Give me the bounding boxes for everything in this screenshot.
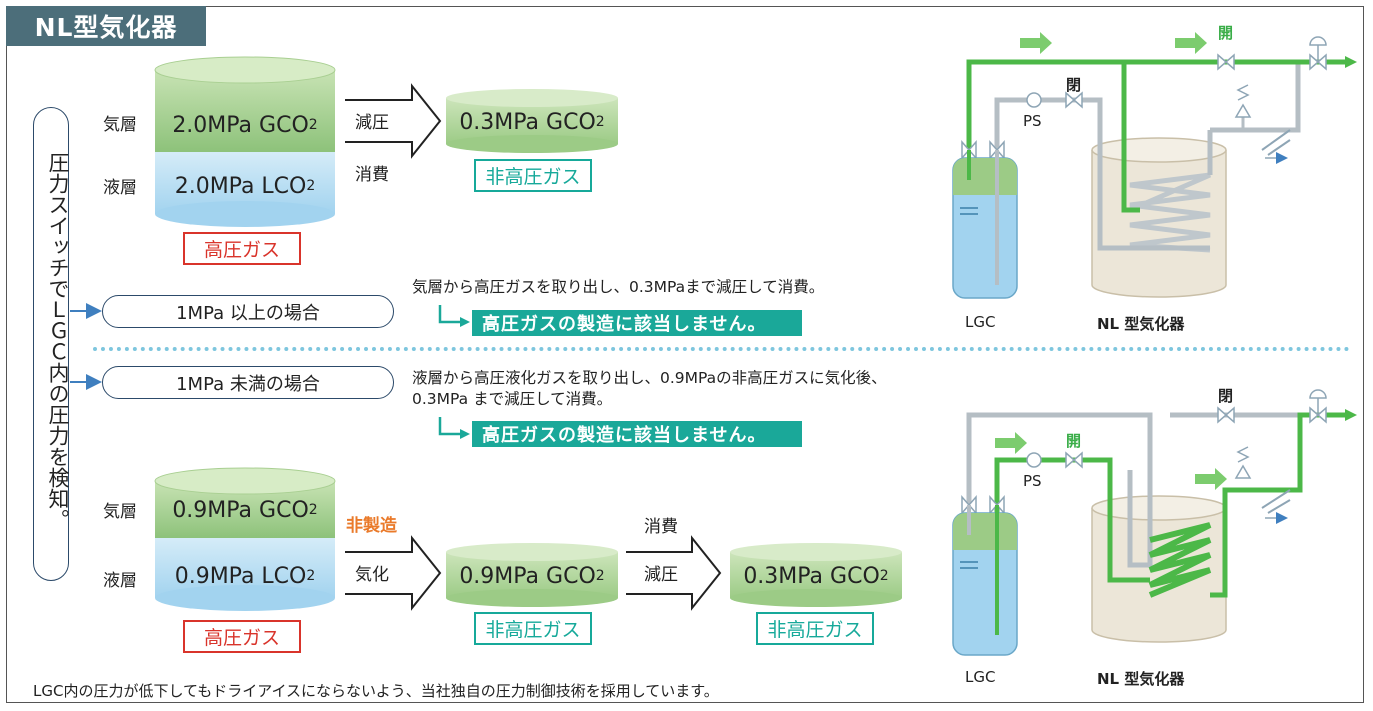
top-non-high-badge: 非高圧ガス bbox=[474, 159, 592, 192]
top-result-bar: 高圧ガスの製造に該当しません。 bbox=[472, 310, 802, 336]
top-storage-tank bbox=[154, 56, 336, 227]
footer-note: LGC内の圧力が低下してもドライアイスにならないよう、当社独自の圧力制御技術を採… bbox=[33, 682, 719, 700]
top-high-pressure-badge: 高圧ガス bbox=[183, 232, 301, 265]
bottom-vaporize-arrow bbox=[345, 535, 442, 611]
bottom-final-tank bbox=[730, 543, 902, 607]
bottom-diagram-ps-label: PS bbox=[1023, 472, 1042, 490]
bottom-arrow-vaporize-label: 気化 bbox=[355, 565, 389, 585]
bottom-mid-tank bbox=[446, 543, 618, 607]
top-arrow-consume-label: 消費 bbox=[355, 165, 389, 185]
top-system-diagram bbox=[952, 32, 1357, 299]
bottom-reduce-arrow bbox=[626, 535, 722, 611]
top-diagram-lgc-label: LGC bbox=[965, 313, 996, 331]
top-diagram-closed-label: 閉 bbox=[1066, 76, 1082, 94]
bottom-diagram-open-label: 開 bbox=[1066, 432, 1082, 450]
top-arrow-reduce-label: 減圧 bbox=[355, 113, 389, 133]
bottom-storage-tank bbox=[154, 467, 336, 611]
top-diagram-open-label: 開 bbox=[1218, 24, 1234, 42]
top-liquid-layer-label: 液層 bbox=[103, 178, 137, 198]
bottom-arrow-consume-label: 消費 bbox=[644, 517, 678, 537]
bottom-result-bar: 高圧ガスの製造に該当しません。 bbox=[472, 421, 802, 447]
top-diagram-ps-label: PS bbox=[1023, 112, 1042, 130]
bottom-gas-layer-label: 気層 bbox=[103, 502, 137, 522]
bottom-diagram-closed-label: 閉 bbox=[1218, 387, 1234, 405]
side-label: 圧力スイッチでＬＧＣ内の圧力を検知。 bbox=[46, 152, 70, 530]
bottom-arrow-reduce-label: 減圧 bbox=[644, 565, 678, 585]
bottom-system-diagram bbox=[952, 389, 1357, 656]
bottom-non-high-badge-1: 非高圧ガス bbox=[474, 612, 592, 645]
top-description: 気層から高圧ガスを取り出し、0.3MPaまで減圧して消費。 bbox=[412, 278, 825, 296]
top-gas-layer-label: 気層 bbox=[103, 115, 137, 135]
figure-title: NL型気化器 bbox=[6, 6, 206, 46]
bottom-non-high-badge-2: 非高圧ガス bbox=[756, 612, 874, 645]
bottom-diagram-lgc-label: LGC bbox=[965, 668, 996, 686]
bottom-description-line2: 0.3MPa まで減圧して消費。 bbox=[412, 390, 613, 408]
bottom-description-line1: 液層から高圧液化ガスを取り出し、0.9MPaの非高圧ガスに気化後、 bbox=[412, 369, 887, 387]
bottom-liquid-layer-label: 液層 bbox=[103, 571, 137, 591]
side-label-frame bbox=[33, 107, 69, 581]
bottom-condition-pill: 1MPa 未満の場合 bbox=[102, 366, 394, 399]
bottom-high-pressure-badge: 高圧ガス bbox=[183, 620, 301, 653]
bottom-diagram-vaporizer-label: NL 型気化器 bbox=[1097, 670, 1185, 688]
top-result-tank bbox=[446, 89, 618, 153]
figure-frame bbox=[6, 6, 1364, 703]
top-diagram-vaporizer-label: NL 型気化器 bbox=[1097, 315, 1185, 333]
non-manufacture-label: 非製造 bbox=[346, 516, 397, 536]
top-reduce-arrow bbox=[345, 83, 442, 159]
section-divider bbox=[93, 347, 1350, 351]
top-condition-pill: 1MPa 以上の場合 bbox=[102, 295, 394, 328]
